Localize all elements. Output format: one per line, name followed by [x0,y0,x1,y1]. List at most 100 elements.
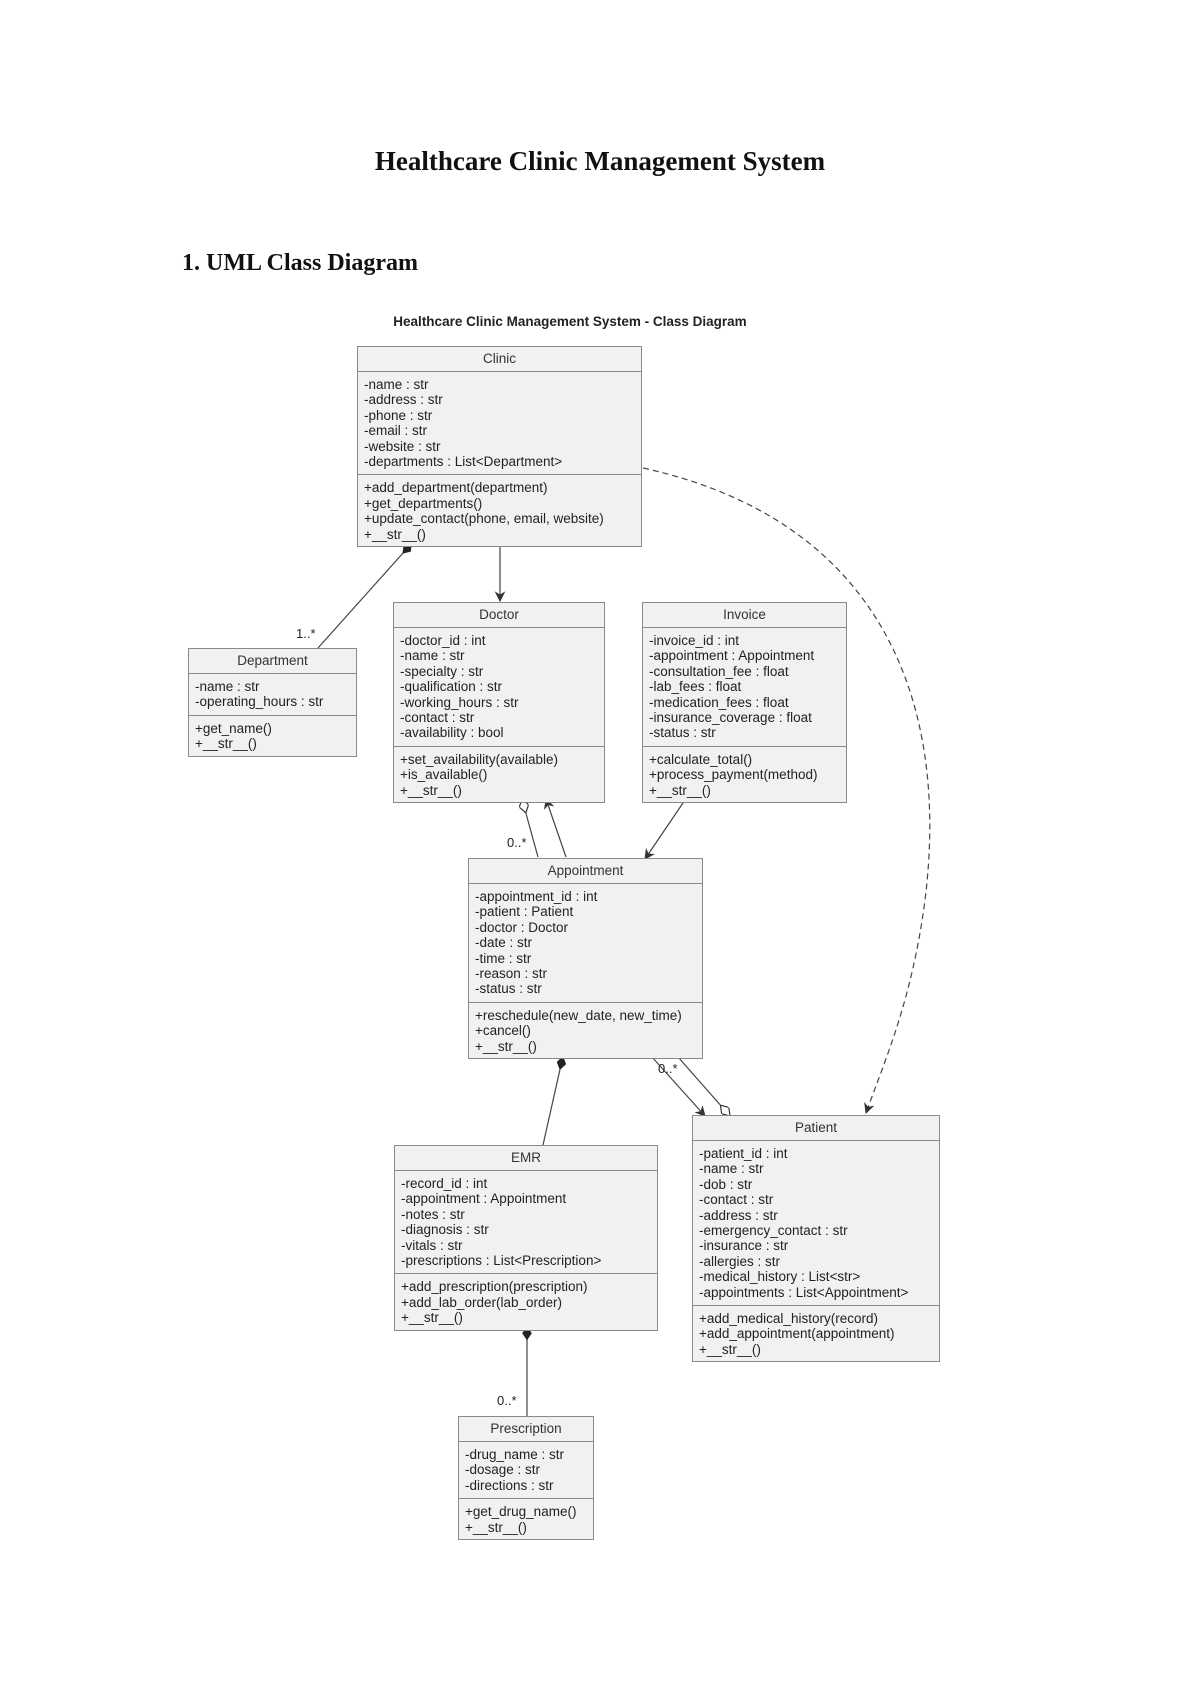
method: +__str__() [699,1341,761,1357]
attribute: -appointment_id : int [475,889,598,904]
attribute: -operating_hours : str [195,694,324,710]
attribute: -status : str [649,725,716,741]
method: +__str__() [475,1038,537,1054]
attribute: -contact : str [699,1192,774,1208]
class-clinic: Clinic -name : str-address : str-phone : … [357,346,642,548]
class-name: Department [189,649,356,674]
method: +add_appointment(appointment) [699,1326,895,1342]
attribute: -insurance : str [699,1238,789,1254]
attribute: -departments : List<Department> [364,454,563,470]
multiplicity-emr-prescription: 0..* [497,1393,517,1408]
method: +__str__() [364,526,426,542]
method: +add_lab_order(lab_order) [401,1294,562,1310]
attribute: -working_hours : str [400,694,519,710]
document-title: Healthcare Clinic Management System [374,146,826,176]
attribute: -reason : str [475,966,548,982]
edge-invoice-appointment [644,799,686,860]
attribute: -drug_name : str [465,1447,565,1462]
method: +reschedule(new_date, new_time) [475,1007,682,1023]
class-name: Patient [693,1116,939,1141]
method: +add_prescription(prescription) [401,1279,588,1295]
edge-clinic-department [317,542,413,649]
multiplicity-doctor-appointment: 0..* [507,835,527,850]
class-prescription: Prescription -drug_name : str-dosage : st… [458,1416,594,1541]
attribute: -lab_fees : float [649,679,742,695]
method: +update_contact(phone, email, website) [364,511,604,527]
method: +calculate_total() [649,751,753,767]
method: +__str__() [401,1310,463,1326]
attribute: -emergency_contact : str [699,1223,848,1239]
attribute-compartment: -appointment_id : int-patient : Patient -… [469,884,702,1003]
attribute: -specialty : str [400,663,484,679]
multiplicity-appointment-patient: 0..* [658,1061,678,1076]
edge-appointment-emr [542,1055,567,1146]
method-compartment: +get_drug_name()+__str__() [459,1499,593,1539]
attribute: -time : str [475,950,532,966]
edge-clinic-patient [642,467,931,1115]
attribute: -address : str [364,392,443,408]
multiplicity-clinic-department: 1..* [296,626,316,641]
edge-doctor-appointment-aggregation [522,799,539,858]
attribute: -name : str [195,679,260,694]
method: +__str__() [649,782,711,798]
attribute: -email : str [364,423,428,439]
attribute: -consultation_fee : float [649,663,789,679]
method: +__str__() [195,736,257,752]
method-compartment: +set_availability(available)+is_availabl… [394,747,604,802]
attribute: -website : str [364,438,441,454]
attribute-compartment: -record_id : int-appointment : Appointme… [395,1171,657,1275]
attribute: -invoice_id : int [649,633,740,648]
method: +add_medical_history(record) [699,1311,878,1327]
class-emr: EMR-record_id : int-appointment : Appoin… [394,1145,658,1331]
attribute: -phone : str [364,407,433,423]
attribute: -doctor_id : int [400,633,486,648]
attribute-compartment: -patient_id : int-name : str-dob : str-c… [693,1141,939,1307]
method-compartment: +get_name()+__str__() [189,716,356,756]
attribute: -medication_fees : float [649,694,789,710]
class-department: Department-name : str-operating_hours : … [188,648,357,757]
attribute: -name : str [364,377,429,392]
attribute: -qualification : str [400,679,503,695]
class-name: EMR [395,1146,657,1171]
attribute: -directions : str [465,1477,554,1493]
attribute: -patient : Patient [475,904,574,920]
class-name: Doctor [394,603,604,628]
attribute: -insurance_coverage : float [649,710,812,726]
method: +set_availability(available) [400,751,558,767]
section-heading: 1. UML Class Diagram [182,250,418,276]
attribute: -dob : str [699,1176,753,1192]
class-name: Clinic [358,347,641,372]
diagram-title: Healthcare Clinic Management System - Cl… [393,314,747,329]
method: +get_drug_name() [465,1504,577,1520]
attribute: -diagnosis : str [401,1222,489,1238]
attribute: -vitals : str [401,1237,463,1253]
attribute-compartment: -name : str-operating_hours : str [189,674,356,716]
attribute: -contact : str [400,710,475,726]
attribute-compartment: -doctor_id : int-name : str-specialty : … [394,628,604,747]
method: +get_departments() [364,495,483,511]
method-compartment: +add_medical_history(record)+add_appoint… [693,1306,939,1361]
attribute: -appointments : List<Appointment> [699,1284,909,1300]
attribute: -notes : str [401,1206,465,1222]
method-compartment: +calculate_total()+process_payment(metho… [643,747,846,802]
class-name: Prescription [459,1417,593,1442]
attribute: -date : str [475,935,533,951]
method-compartment: +add_department(department)+get_departme… [358,475,641,546]
attribute: -address : str [699,1207,778,1223]
attribute: -prescriptions : List<Prescription> [401,1253,602,1269]
attribute: -record_id : int [401,1176,488,1191]
attribute: -allergies : str [699,1253,781,1269]
method: +get_name() [195,720,272,736]
class-name: Appointment [469,859,702,884]
attribute: -status : str [475,981,542,997]
attribute: -name : str [400,648,465,664]
method-compartment: +add_prescription(prescription)+add_lab_… [395,1274,657,1329]
method: +add_department(department) [364,480,548,496]
attribute: -patient_id : int [699,1146,788,1161]
edge-patient-appointment-aggregation [677,1056,730,1116]
method: +process_payment(method) [649,767,818,783]
attribute: -dosage : str [465,1462,541,1478]
attribute: -name : str [699,1161,764,1177]
